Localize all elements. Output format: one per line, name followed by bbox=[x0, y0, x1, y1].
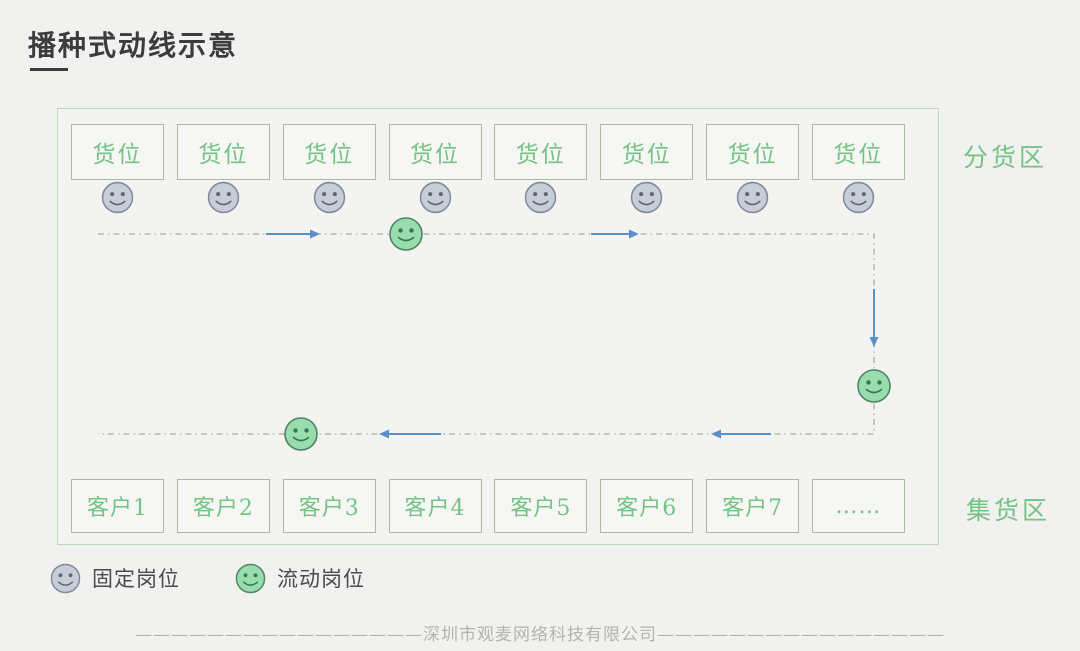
fixed-worker-icon bbox=[630, 181, 663, 214]
mobile-worker-icon bbox=[857, 369, 891, 403]
customer-box: 客户3 bbox=[282, 479, 376, 533]
customer-box: 客户5 bbox=[494, 479, 588, 533]
fixed-worker-icon bbox=[313, 181, 346, 214]
footer-dashes-left: ———————————————— bbox=[135, 625, 423, 645]
zone-label-sorting: 分货区 bbox=[963, 143, 1048, 172]
page-title: 播种式动线示意 bbox=[28, 29, 239, 62]
customer-box: 客户1 bbox=[71, 479, 164, 533]
flow-arrow-left-2 bbox=[711, 429, 771, 439]
slot-cell: 货位 bbox=[71, 124, 164, 214]
customer-box: 客户6 bbox=[600, 479, 694, 533]
slot-box: 货位 bbox=[706, 124, 800, 180]
slot-box: 货位 bbox=[388, 124, 482, 180]
legend-label-mobile: 流动岗位 bbox=[277, 567, 365, 591]
customer-box: 客户7 bbox=[706, 479, 800, 533]
slot-row: 货位 货位 货位 货位 货位 货位 bbox=[71, 124, 905, 214]
legend-label-fixed: 固定岗位 bbox=[92, 567, 180, 591]
slot-box: 货位 bbox=[811, 124, 905, 180]
flow-diagram: 货位 货位 货位 货位 货位 货位 bbox=[57, 108, 939, 545]
fixed-worker-icon bbox=[524, 181, 557, 214]
slot-cell: 货位 bbox=[494, 124, 588, 214]
fixed-worker-icon bbox=[842, 181, 875, 214]
slot-box: 货位 bbox=[494, 124, 588, 180]
customer-box: 客户2 bbox=[176, 479, 270, 533]
customer-row: 客户1 客户2 客户3 客户4 客户5 客户6 客户7 …… bbox=[71, 479, 905, 533]
mobile-worker-icon bbox=[389, 217, 423, 251]
flow-arrow-left-1 bbox=[379, 429, 441, 439]
flow-path-svg bbox=[98, 217, 891, 451]
fixed-worker-icon bbox=[736, 181, 769, 214]
zone-label-collection: 集货区 bbox=[966, 496, 1051, 525]
slot-box: 货位 bbox=[282, 124, 376, 180]
fixed-worker-icon bbox=[207, 181, 240, 214]
footer: ————————————————深圳市观麦网络科技有限公司———————————… bbox=[0, 620, 1080, 645]
flow-route-line bbox=[98, 233, 875, 435]
flow-arrow-right-2 bbox=[591, 229, 639, 239]
mobile-worker-icon bbox=[235, 563, 266, 594]
customer-box-ellipsis: …… bbox=[811, 479, 905, 533]
customer-box: 客户4 bbox=[388, 479, 482, 533]
legend-item-mobile: 流动岗位 bbox=[235, 562, 365, 594]
slot-box: 货位 bbox=[71, 124, 164, 180]
footer-company: 深圳市观麦网络科技有限公司 bbox=[423, 625, 657, 645]
slot-cell: 货位 bbox=[176, 124, 270, 214]
slot-cell: 货位 bbox=[811, 124, 905, 214]
fixed-worker-icon bbox=[50, 563, 81, 594]
fixed-worker-icon bbox=[419, 181, 452, 214]
legend-item-fixed: 固定岗位 bbox=[50, 562, 180, 594]
slot-cell: 货位 bbox=[706, 124, 800, 214]
mobile-worker-icon bbox=[284, 417, 318, 451]
slot-cell: 货位 bbox=[282, 124, 376, 214]
fixed-worker-icon bbox=[101, 181, 134, 214]
title-underline bbox=[30, 68, 68, 71]
flow-arrow-down bbox=[869, 289, 879, 347]
slot-cell: 货位 bbox=[600, 124, 694, 214]
slot-cell: 货位 bbox=[388, 124, 482, 214]
slot-box: 货位 bbox=[176, 124, 270, 180]
slot-box: 货位 bbox=[600, 124, 694, 180]
flow-arrow-right-1 bbox=[266, 229, 320, 239]
footer-dashes-right: ———————————————— bbox=[657, 625, 945, 645]
